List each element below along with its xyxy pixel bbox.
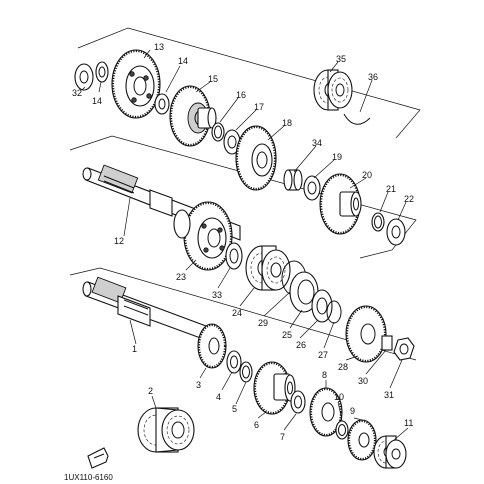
figure-code: 1UX110-6160	[64, 473, 113, 482]
washer-33	[225, 242, 243, 270]
bearing-24	[245, 245, 291, 291]
gear-23	[173, 201, 233, 271]
label-8: 8	[322, 370, 327, 380]
label-1: 1	[132, 344, 137, 354]
spacer-26	[311, 289, 333, 323]
label-3: 3	[196, 380, 201, 390]
washer-4	[226, 350, 242, 374]
label-14-left: 14	[92, 96, 102, 106]
top-gear-group	[74, 49, 406, 246]
bottom-shaft-group	[82, 276, 407, 469]
gear-6	[253, 361, 296, 415]
label-18: 18	[282, 118, 292, 128]
label-27: 27	[318, 350, 328, 360]
nut-31	[393, 337, 415, 361]
label-5: 5	[232, 404, 237, 414]
gear-3	[197, 323, 227, 369]
label-9: 9	[350, 406, 355, 416]
label-4: 4	[216, 392, 221, 402]
washer-14-right	[154, 93, 170, 115]
label-33: 33	[212, 290, 222, 300]
label-30: 30	[358, 376, 368, 386]
label-34: 34	[312, 138, 322, 148]
label-2: 2	[148, 386, 153, 396]
label-20: 20	[362, 170, 372, 180]
label-6: 6	[254, 420, 259, 430]
label-16: 16	[236, 90, 246, 100]
bushing-34	[283, 169, 303, 191]
label-14-right: 14	[178, 56, 188, 66]
gear-9	[347, 419, 377, 461]
middle-shaft-group	[82, 164, 415, 363]
oil-seal-25	[289, 271, 319, 313]
assembly-frames	[69, 27, 421, 361]
label-15: 15	[208, 74, 218, 84]
bearing-2	[137, 407, 195, 453]
sprocket-28	[345, 305, 387, 363]
gear-18	[235, 125, 277, 191]
label-12: 12	[114, 236, 124, 246]
washer-14-left	[95, 61, 109, 83]
label-13: 13	[154, 42, 164, 52]
label-32: 32	[72, 88, 82, 98]
snap-ring-36	[343, 113, 371, 125]
label-22: 22	[404, 194, 414, 204]
leader-lines	[81, 49, 409, 441]
washer-17	[223, 129, 241, 155]
part-labels: 13 14 32 14 15 16 17 18 35 36 34 19 20 2…	[72, 42, 414, 442]
label-7: 7	[280, 432, 285, 442]
washer-19	[303, 175, 321, 201]
o-ring-27	[326, 300, 342, 324]
circlip-16	[211, 122, 225, 142]
lock-washer-30	[381, 335, 393, 351]
label-31: 31	[384, 390, 394, 400]
label-21: 21	[386, 184, 396, 194]
label-35: 35	[336, 54, 346, 64]
label-23: 23	[176, 272, 186, 282]
label-29: 29	[258, 318, 268, 328]
circlip-21	[371, 212, 385, 232]
circlip-10	[335, 420, 349, 440]
label-24: 24	[232, 308, 242, 318]
label-36: 36	[368, 72, 378, 82]
label-28: 28	[338, 362, 348, 372]
label-10: 10	[334, 392, 344, 402]
label-19: 19	[332, 152, 342, 162]
label-17: 17	[254, 102, 264, 112]
gear-20	[319, 173, 362, 235]
circlip-5	[239, 361, 253, 383]
gear-15	[169, 85, 217, 147]
washer-22	[386, 218, 406, 246]
bearing-35	[313, 69, 353, 111]
front-arrow-icon	[87, 447, 109, 469]
washer-7	[290, 390, 306, 414]
label-26: 26	[296, 340, 306, 350]
main-axle-1	[82, 276, 207, 341]
label-11: 11	[404, 418, 413, 428]
gear-13	[111, 49, 161, 119]
collar-32	[74, 63, 94, 91]
bearing-11	[373, 435, 407, 469]
label-25: 25	[282, 330, 292, 340]
